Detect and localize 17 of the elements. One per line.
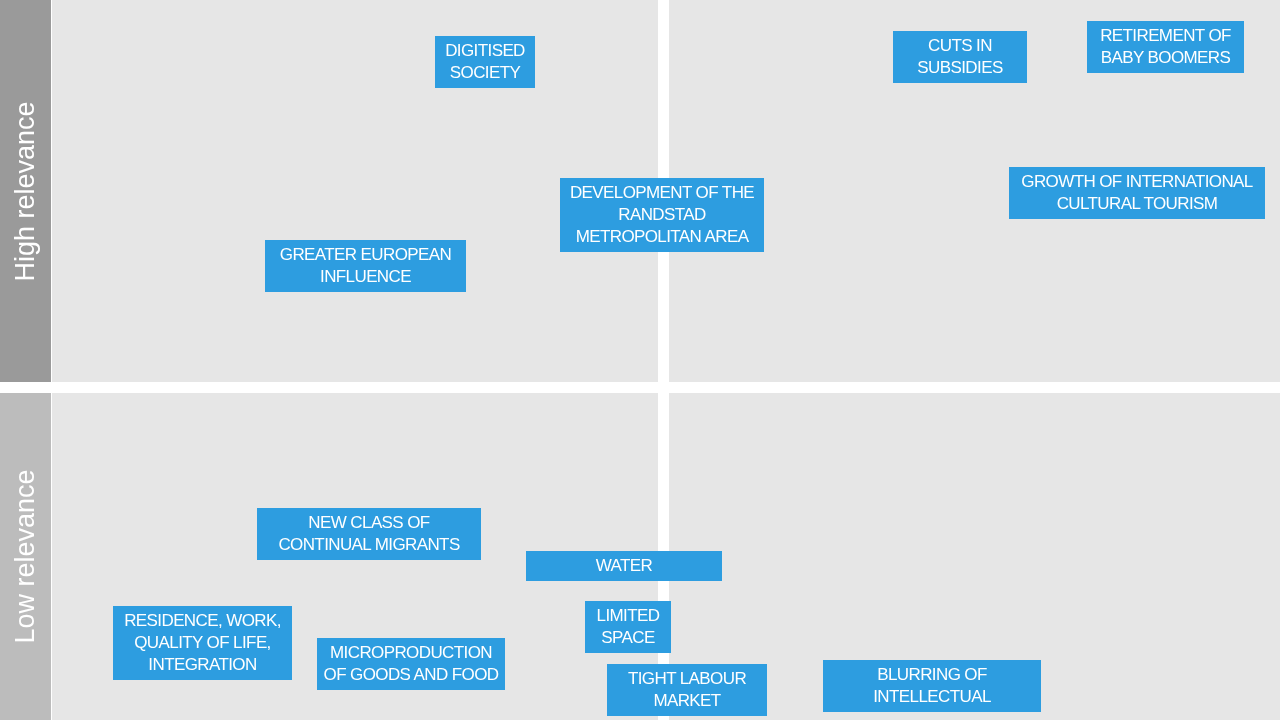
trend-label: BLURRING OF INTELLECTUAL — [823, 660, 1041, 712]
trend-label: GREATER EUROPEAN INFLUENCE — [265, 240, 466, 292]
trend-label: LIMITED SPACE — [585, 601, 671, 653]
trend-label: WATER — [526, 551, 722, 581]
trend-label: GROWTH OF INTERNATIONAL CULTURAL TOURISM — [1009, 167, 1265, 219]
band-label: Low relevance — [10, 469, 41, 644]
trend-label: TIGHT LABOUR MARKET — [607, 664, 767, 716]
trend-label: CUTS IN SUBSIDIES — [893, 31, 1027, 83]
trend-label: RESIDENCE, WORK, QUALITY OF LIFE, INTEGRATION — [113, 606, 292, 680]
trend-label: RETIREMENT OF BABY BOOMERS — [1087, 21, 1244, 73]
band-label: High relevance — [10, 100, 41, 282]
trend-label: NEW CLASS OF CONTINUAL MIGRANTS — [257, 508, 481, 560]
trend-label: MICROPRODUCTION OF GOODS AND FOOD — [317, 638, 505, 690]
relevance-band — [0, 393, 51, 720]
trend-label: DIGITISED SOCIETY — [435, 36, 535, 88]
relevance-band — [0, 0, 51, 382]
trend-label: DEVELOPMENT OF THE RANDSTAD METROPOLITAN AREA — [560, 178, 764, 252]
